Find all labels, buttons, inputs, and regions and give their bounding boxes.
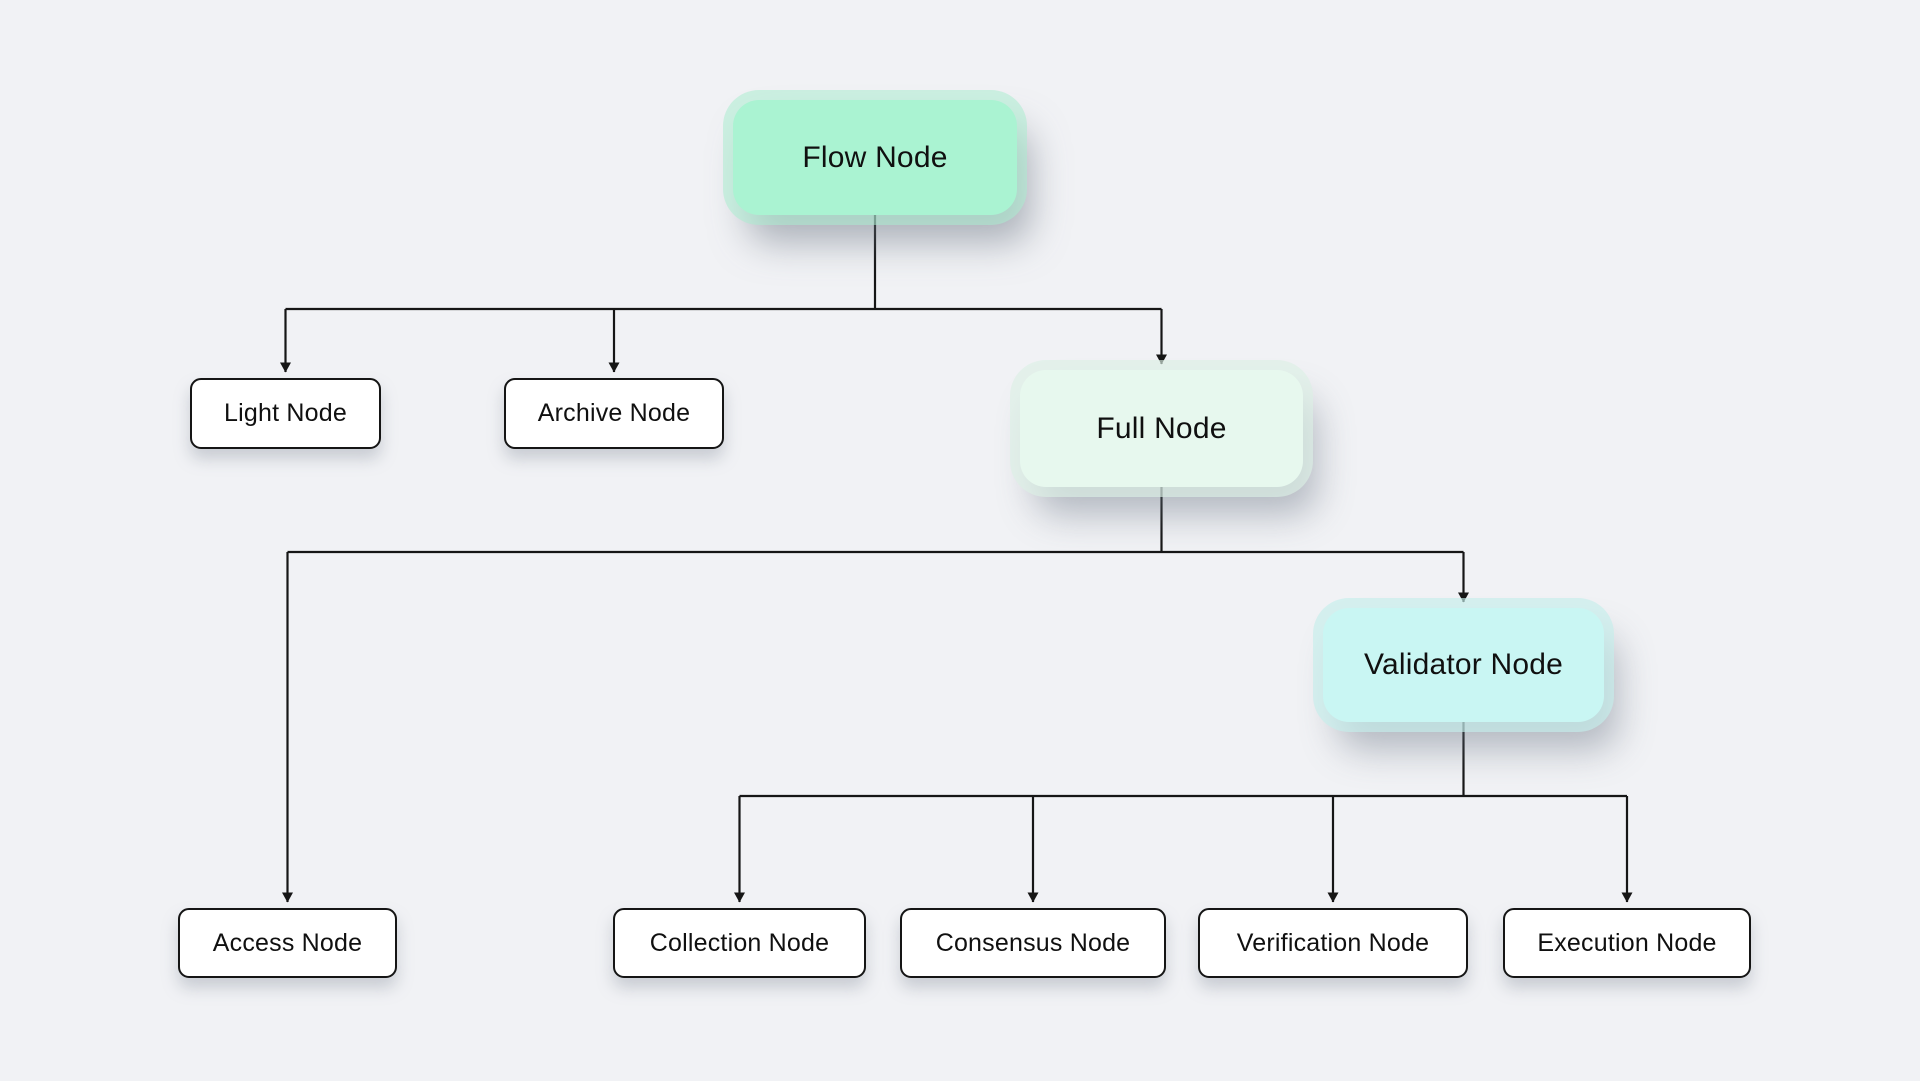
node-label: Execution Node bbox=[1537, 928, 1717, 957]
node-label: Consensus Node bbox=[935, 928, 1131, 957]
node-label: Light Node bbox=[224, 399, 347, 427]
node-flow: Flow Node bbox=[733, 100, 1017, 215]
node-execution: Execution Node bbox=[1503, 908, 1751, 978]
node-consensus: Consensus Node bbox=[900, 908, 1166, 978]
node-label: Collection Node bbox=[649, 928, 830, 957]
node-archive: Archive Node bbox=[504, 378, 724, 449]
node-access: Access Node bbox=[178, 908, 397, 978]
node-collection: Collection Node bbox=[613, 908, 866, 978]
node-label: Validator Node bbox=[1363, 648, 1564, 681]
node-verification: Verification Node bbox=[1198, 908, 1468, 978]
node-full: Full Node bbox=[1020, 370, 1303, 487]
node-label: Flow Node bbox=[802, 140, 948, 174]
node-light: Light Node bbox=[190, 378, 381, 449]
node-label: Full Node bbox=[1096, 411, 1227, 445]
node-label: Archive Node bbox=[537, 399, 691, 427]
node-label: Verification Node bbox=[1236, 928, 1430, 957]
node-label: Access Node bbox=[212, 928, 363, 957]
node-validator: Validator Node bbox=[1323, 608, 1604, 722]
